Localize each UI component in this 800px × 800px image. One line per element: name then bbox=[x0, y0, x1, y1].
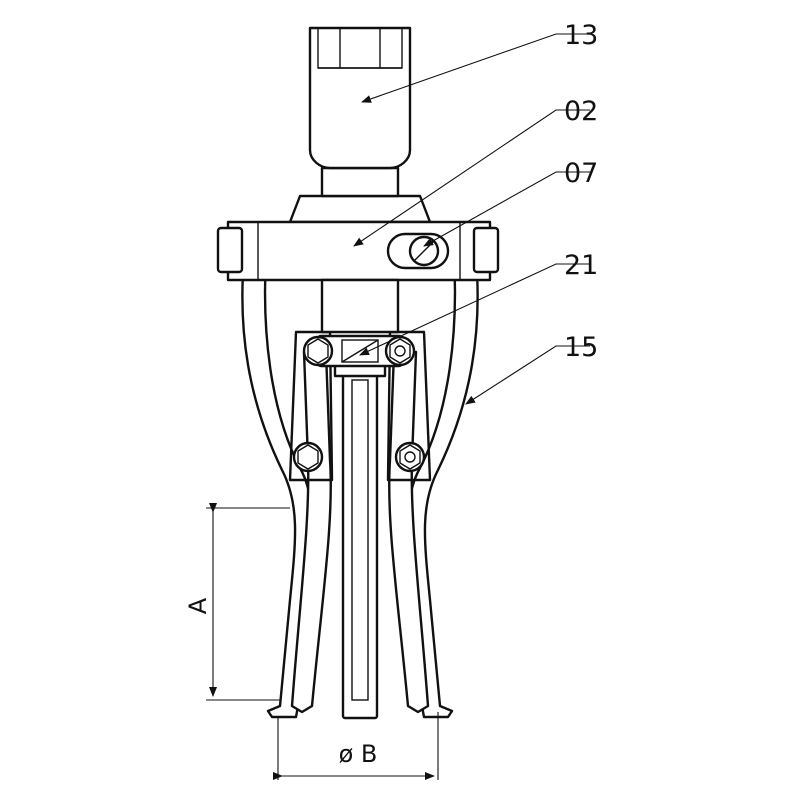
right-outer-arm bbox=[406, 240, 479, 719]
callout-02: 02 bbox=[564, 96, 598, 127]
locking-screw bbox=[386, 232, 450, 270]
dimension-b-label: ø B bbox=[339, 740, 378, 768]
callout-13: 13 bbox=[564, 20, 598, 51]
leader-lines bbox=[353, 33, 590, 405]
dimension-b bbox=[273, 712, 439, 780]
right-inner-jaw bbox=[388, 350, 430, 714]
lower-right-bolt bbox=[394, 441, 426, 473]
callout-07: 07 bbox=[564, 158, 598, 189]
left-inner-jaw bbox=[290, 350, 332, 714]
left-outer-arm bbox=[241, 240, 314, 719]
dimension-a-label: A bbox=[184, 597, 212, 614]
lower-left-bolt bbox=[292, 441, 324, 473]
hex-nut bbox=[308, 26, 412, 198]
dimension-a bbox=[206, 503, 290, 701]
callout-21: 21 bbox=[564, 250, 598, 281]
upper-left-bolt bbox=[302, 335, 334, 367]
spindle bbox=[341, 358, 379, 720]
upper-right-bolt bbox=[384, 335, 416, 367]
callout-15: 15 bbox=[564, 332, 598, 363]
